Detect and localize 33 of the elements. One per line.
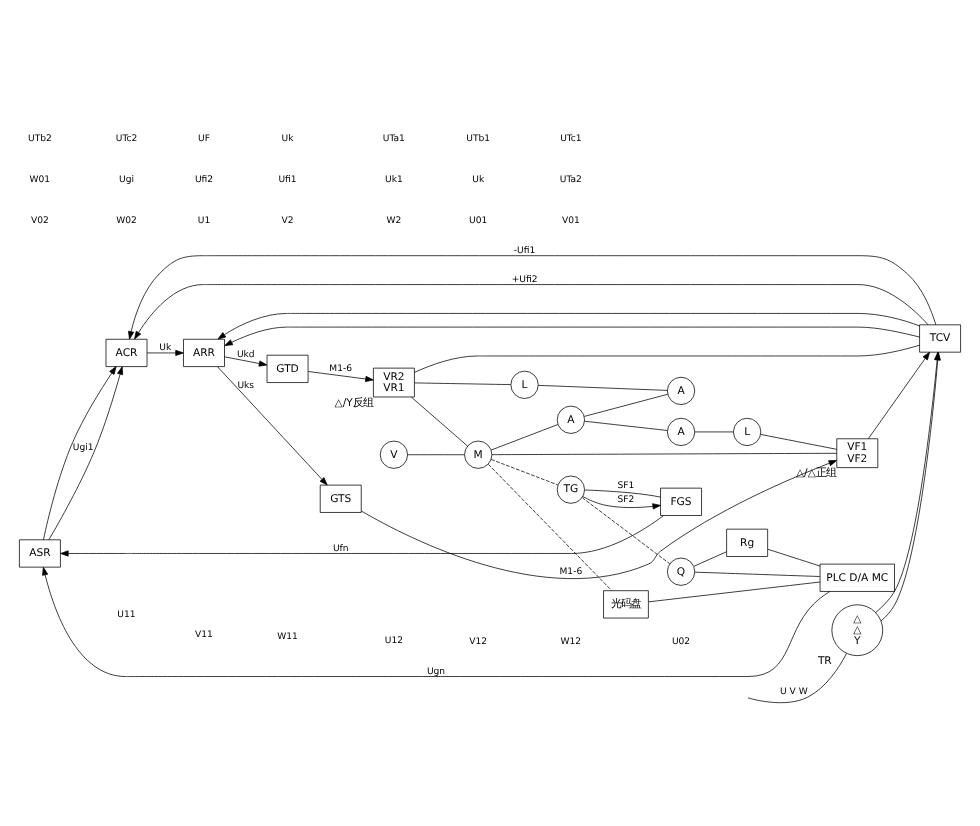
connector (767, 547, 821, 566)
arrow (217, 365, 328, 485)
arrow (360, 459, 837, 578)
connector (584, 488, 661, 497)
arrow (867, 350, 930, 439)
arrow (307, 370, 374, 381)
arrow (224, 325, 920, 345)
connector (694, 570, 821, 576)
arrow (582, 495, 661, 509)
connector (583, 392, 669, 416)
connector (490, 423, 559, 450)
connector (537, 383, 668, 390)
connector (581, 496, 671, 564)
connector (747, 651, 847, 703)
connector (648, 580, 821, 602)
connector (491, 451, 838, 455)
arrow (217, 312, 920, 339)
connector (414, 343, 920, 372)
connector (414, 381, 512, 384)
arrow (60, 514, 664, 556)
arrow (42, 566, 831, 676)
connector (693, 550, 727, 566)
connector (760, 433, 838, 449)
arrow (128, 254, 937, 339)
connector (411, 395, 468, 446)
connector (407, 453, 465, 455)
arrow (134, 283, 929, 339)
connector (694, 430, 734, 432)
connector (490, 458, 559, 485)
arrow (224, 355, 268, 366)
connector (584, 419, 668, 430)
connector (487, 462, 613, 591)
arrow (146, 348, 184, 355)
